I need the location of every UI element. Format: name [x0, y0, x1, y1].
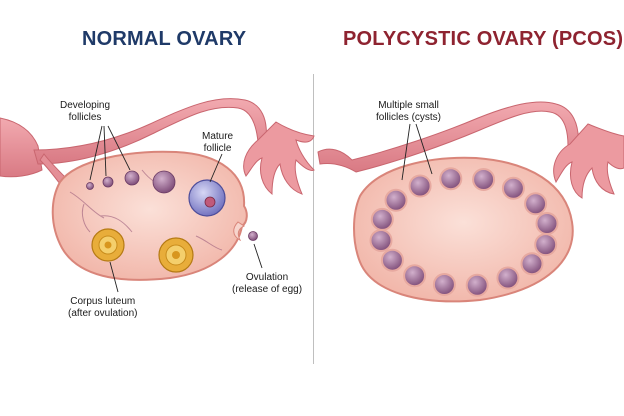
developing-follicle — [103, 177, 113, 187]
pcos-follicle — [503, 178, 524, 199]
label-multiple-follicles: Multiple small follicles (cysts) — [376, 100, 441, 124]
normal-ovary-body — [53, 152, 247, 280]
label-ovulation: Ovulation (release of egg) — [232, 272, 302, 296]
normal-ovary-group — [0, 99, 314, 292]
corpus-luteum — [159, 238, 193, 272]
pcos-follicle — [410, 176, 431, 197]
developing-follicle — [125, 171, 139, 185]
label-developing-follicles: Developing follicles — [60, 100, 110, 124]
developing-follicle — [87, 183, 94, 190]
pcos-follicle — [522, 253, 543, 274]
pcos-follicle — [497, 268, 518, 289]
released-egg — [249, 232, 258, 241]
pcos-follicle — [372, 209, 393, 230]
pcos-follicle — [537, 213, 558, 234]
corpus-luteum — [92, 229, 124, 261]
pcos-follicle — [382, 250, 403, 271]
pcos-ovary-group — [318, 102, 624, 301]
pcos-follicle — [473, 169, 494, 190]
mature-follicle-egg — [205, 197, 215, 207]
pcos-follicle — [434, 274, 455, 295]
uterus-edge-left — [0, 118, 42, 177]
pcos-follicle — [535, 234, 556, 255]
pcos-follicle — [525, 193, 546, 214]
label-mature-follicle: Mature follicle — [202, 131, 233, 155]
pcos-follicle — [467, 275, 488, 296]
developing-follicle — [153, 171, 175, 193]
fimbriae-left — [244, 122, 314, 194]
pcos-follicle — [404, 265, 425, 286]
pcos-follicle — [440, 168, 461, 189]
pcos-follicle — [371, 230, 392, 251]
label-corpus-luteum: Corpus luteum (after ovulation) — [68, 296, 137, 320]
pcos-follicle — [386, 190, 407, 211]
fimbriae-right — [554, 124, 624, 198]
